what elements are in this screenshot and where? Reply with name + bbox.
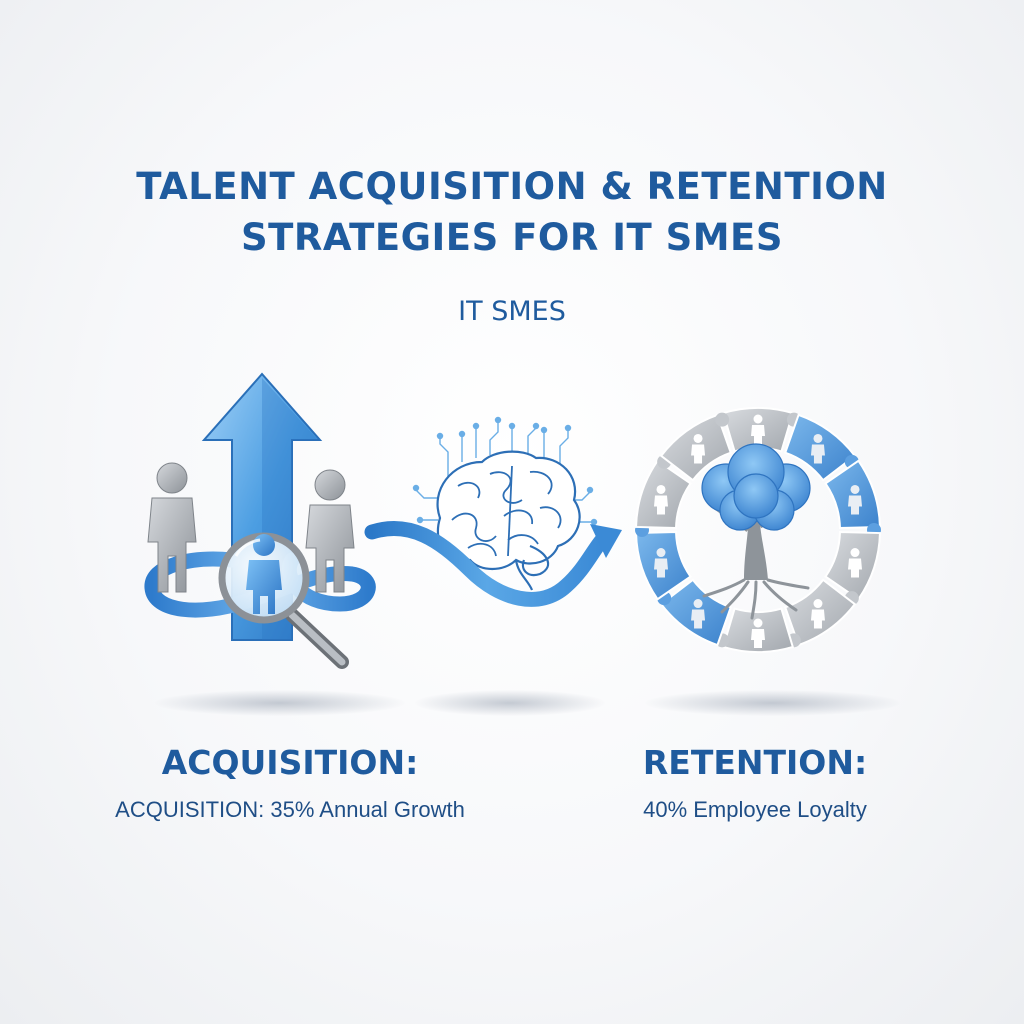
puzzle-piece bbox=[635, 459, 692, 529]
circuit-icon bbox=[412, 416, 598, 526]
acquisition-heading: ACQUISITION: bbox=[161, 743, 419, 782]
subtitle: IT SMES bbox=[458, 296, 566, 327]
acquisition-icon bbox=[144, 372, 376, 669]
person-icon bbox=[653, 484, 668, 515]
acquisition-ground-shadow bbox=[155, 690, 405, 716]
wave-arrow-icon bbox=[364, 521, 622, 607]
person-icon bbox=[751, 414, 765, 444]
connector-ground-shadow bbox=[415, 690, 605, 716]
retention-ground-shadow bbox=[645, 690, 900, 716]
person-icon bbox=[751, 618, 765, 648]
main-title-line-2: STRATEGIES FOR IT SMES bbox=[241, 216, 783, 259]
brain-folds bbox=[451, 465, 562, 557]
person-icon bbox=[653, 548, 668, 578]
person-icon bbox=[848, 484, 863, 515]
person-icon bbox=[147, 462, 197, 593]
person-icon bbox=[848, 548, 863, 578]
person-icon bbox=[305, 469, 355, 593]
puzzle-tab bbox=[715, 412, 730, 427]
puzzle-piece bbox=[824, 459, 881, 529]
retention-icon bbox=[635, 407, 881, 653]
connector-icon bbox=[364, 416, 622, 607]
tree-icon bbox=[701, 443, 811, 620]
acquisition-detail: ACQUISITION: 35% Annual Growth bbox=[115, 797, 465, 822]
retention-detail: 40% Employee Loyalty bbox=[643, 797, 867, 822]
brain-icon bbox=[436, 450, 581, 591]
person-icon bbox=[810, 599, 825, 629]
puzzle-ring-icon bbox=[635, 407, 881, 653]
person-icon bbox=[810, 433, 825, 464]
magnifying-glass-icon bbox=[218, 532, 349, 669]
person-icon bbox=[691, 599, 706, 629]
main-title-line-1: TALENT ACQUISITION & RETENTION bbox=[136, 165, 888, 208]
retention-heading: RETENTION: bbox=[642, 743, 868, 782]
person-icon bbox=[691, 433, 706, 464]
